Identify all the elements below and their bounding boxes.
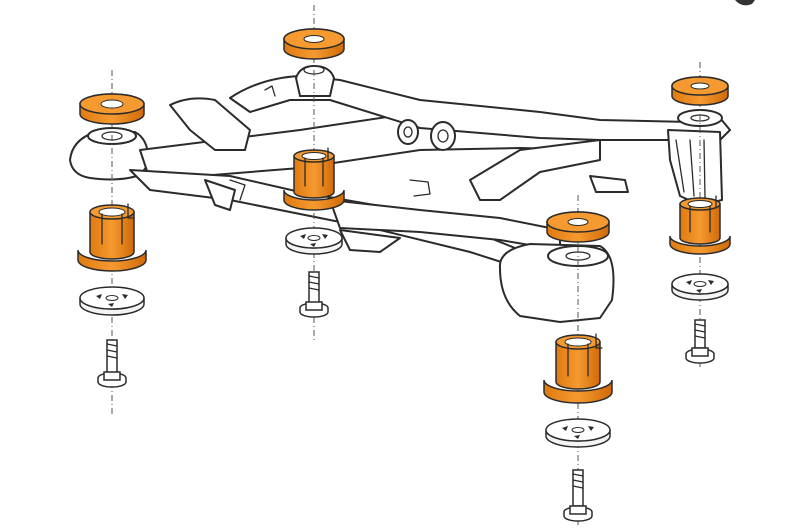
bolt-front-right <box>563 469 593 522</box>
bushing-left <box>77 203 147 272</box>
ring-bushing-left <box>79 93 145 125</box>
bushing-center <box>283 147 345 211</box>
subframe-drawing <box>69 65 731 323</box>
bolt-center <box>299 271 329 318</box>
washer-left <box>79 286 145 316</box>
washer-front-right <box>545 418 611 448</box>
corner-mark-icon <box>735 0 755 6</box>
bushing-right <box>669 195 731 255</box>
bolt-right <box>685 319 715 364</box>
bolt-left <box>97 339 127 388</box>
washer-center <box>285 227 343 255</box>
washer-right <box>671 273 729 301</box>
bushing-front-right <box>543 333 613 404</box>
ring-bushing-front-right <box>546 211 610 243</box>
ring-bushing-right <box>671 76 729 106</box>
ring-bushing-center <box>283 28 345 60</box>
